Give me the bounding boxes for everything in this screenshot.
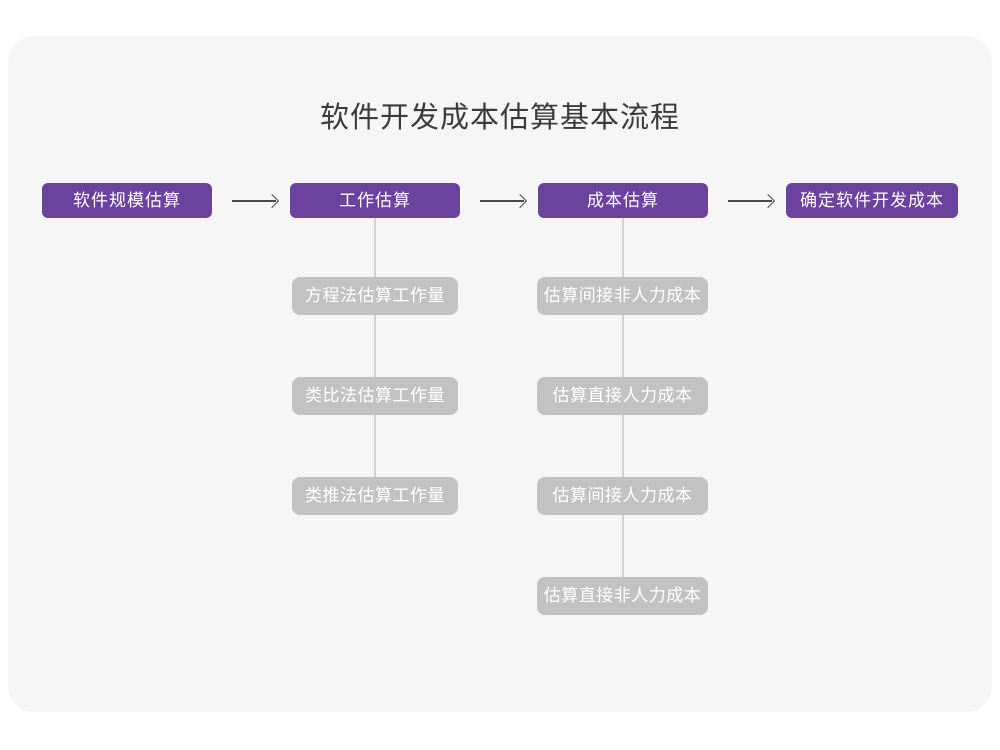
canvas-card (8, 36, 992, 712)
substep-node-indirect-nonlabor-cost: 估算间接非人力成本 (537, 277, 708, 315)
stage-node-software-scale-estimation: 软件规模估算 (42, 183, 212, 218)
substep-node-indirect-labor-cost: 估算间接人力成本 (537, 477, 708, 515)
diagram-title: 软件开发成本估算基本流程 (319, 102, 680, 134)
stage-node-determine-dev-cost: 确定软件开发成本 (786, 183, 958, 218)
substep-node-analogy-method: 类比法估算工作量 (292, 377, 458, 415)
arrow-shaft (480, 200, 524, 202)
connector-line-work-estimation (374, 218, 376, 480)
stage-node-cost-estimation: 成本估算 (538, 183, 708, 218)
arrow-shaft (232, 200, 276, 202)
substep-node-equation-method: 方程法估算工作量 (292, 277, 458, 315)
arrow-shaft (728, 200, 772, 202)
substep-node-direct-nonlabor-cost: 估算直接非人力成本 (537, 577, 708, 615)
right-arrow-icon (480, 193, 528, 208)
substep-node-direct-labor-cost: 估算直接人力成本 (537, 377, 708, 415)
right-arrow-icon (232, 193, 280, 208)
right-arrow-icon (728, 193, 776, 208)
stage-node-work-estimation: 工作估算 (290, 183, 460, 218)
substep-node-extrapolation-method: 类推法估算工作量 (292, 477, 458, 515)
